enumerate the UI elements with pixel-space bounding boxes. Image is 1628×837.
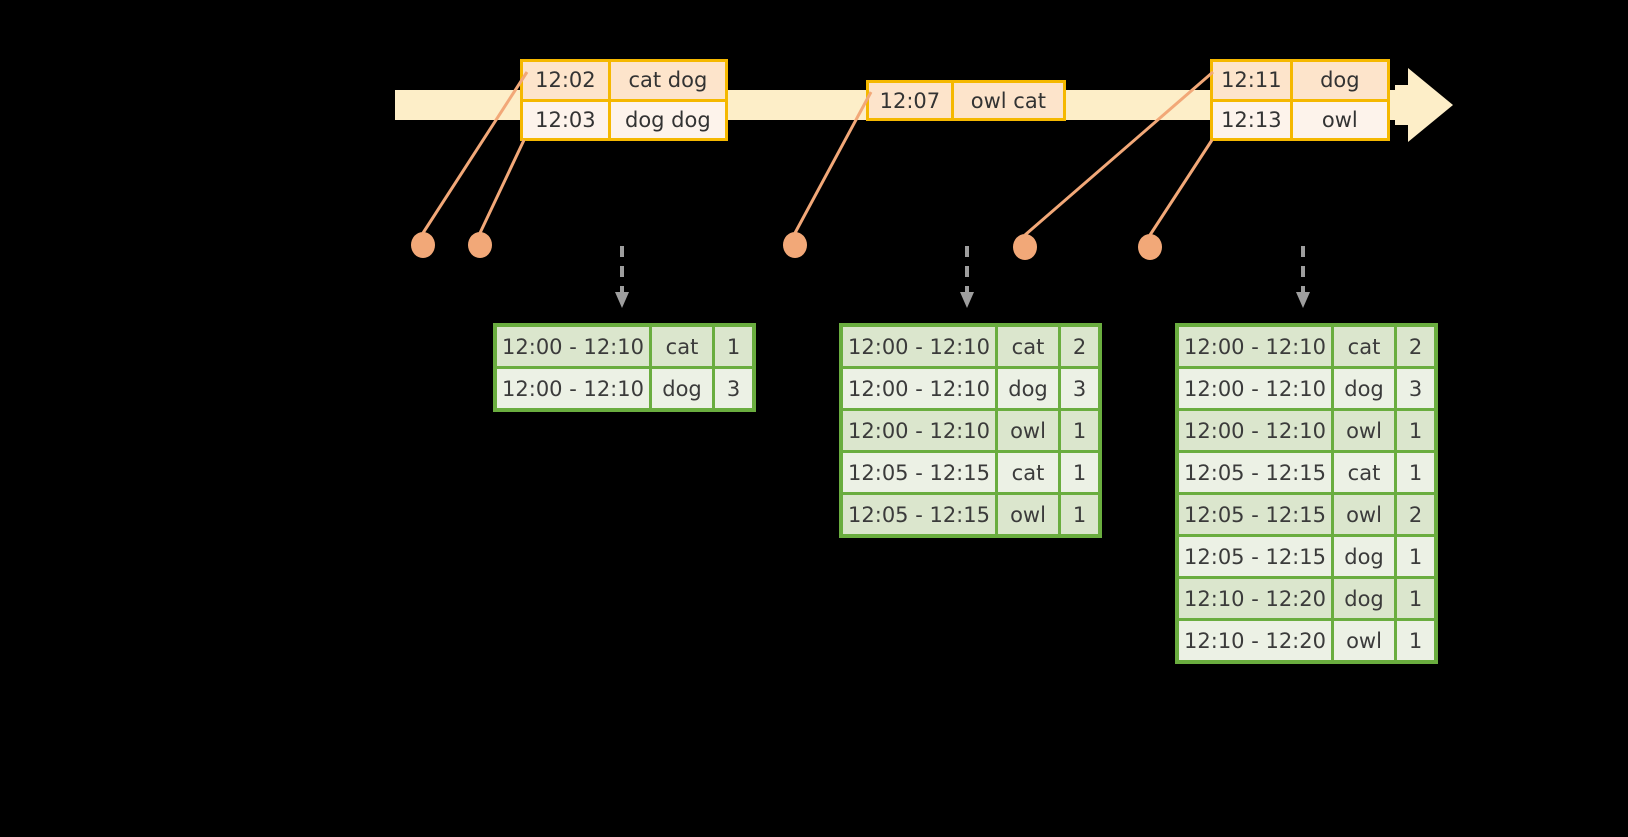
- count-cell: 3: [1394, 369, 1434, 408]
- event-time: 12:07: [869, 83, 951, 118]
- event-marker-dot[interactable]: [468, 232, 492, 258]
- key-cell: cat: [1331, 453, 1394, 492]
- window-cell: 12:00 - 12:10: [497, 369, 649, 408]
- window-cell: 12:00 - 12:10: [843, 369, 995, 408]
- window-cell: 12:05 - 12:15: [1179, 495, 1331, 534]
- event-row[interactable]: 12:13 owl: [1213, 98, 1387, 138]
- count-cell: 1: [712, 327, 752, 366]
- window-cell: 12:00 - 12:10: [497, 327, 649, 366]
- key-cell: owl: [995, 411, 1058, 450]
- count-cell: 3: [1058, 369, 1098, 408]
- window-cell: 12:00 - 12:10: [1179, 369, 1331, 408]
- window-cell: 12:00 - 12:10: [1179, 411, 1331, 450]
- window-cell: 12:00 - 12:10: [843, 411, 995, 450]
- count-cell: 1: [1058, 453, 1098, 492]
- event-value: owl: [1289, 101, 1387, 138]
- event-marker-dot[interactable]: [1138, 234, 1162, 260]
- count-cell: 3: [712, 369, 752, 408]
- event-row[interactable]: 12:11 dog: [1213, 62, 1387, 99]
- key-cell: dog: [1331, 537, 1394, 576]
- key-cell: cat: [995, 327, 1058, 366]
- key-cell: cat: [1331, 327, 1394, 366]
- event-marker-dot[interactable]: [1013, 234, 1037, 260]
- key-cell: cat: [649, 327, 712, 366]
- count-cell: 2: [1394, 495, 1434, 534]
- key-cell: dog: [1331, 579, 1394, 618]
- key-cell: dog: [649, 369, 712, 408]
- event-time: 12:13: [1213, 101, 1290, 138]
- window-cell: 12:05 - 12:15: [843, 495, 995, 534]
- key-cell: dog: [1331, 369, 1394, 408]
- event-box-group-3[interactable]: 12:11 dog 12:13 owl: [1210, 59, 1390, 141]
- count-cell: 1: [1394, 453, 1434, 492]
- event-time: 12:03: [523, 101, 608, 138]
- event-time: 12:02: [523, 62, 608, 99]
- event-value: dog dog: [607, 101, 725, 138]
- window-cell: 12:00 - 12:10: [843, 327, 995, 366]
- event-time: 12:11: [1213, 62, 1290, 99]
- event-marker-dot[interactable]: [411, 232, 435, 258]
- window-cell: 12:05 - 12:15: [843, 453, 995, 492]
- count-cell: 2: [1058, 327, 1098, 366]
- count-cell: 1: [1394, 411, 1434, 450]
- key-cell: dog: [995, 369, 1058, 408]
- count-cell: 1: [1394, 537, 1434, 576]
- key-cell: owl: [1331, 495, 1394, 534]
- count-cell: 1: [1394, 621, 1434, 660]
- count-cell: 1: [1058, 411, 1098, 450]
- key-cell: owl: [995, 495, 1058, 534]
- window-cell: 12:00 - 12:10: [1179, 327, 1331, 366]
- right-arrow-icon: [1408, 68, 1453, 142]
- window-cell: 12:05 - 12:15: [1179, 453, 1331, 492]
- key-cell: owl: [1331, 411, 1394, 450]
- event-box-group-1[interactable]: 12:02 cat dog 12:03 dog dog: [520, 59, 728, 141]
- event-row[interactable]: 12:03 dog dog: [523, 98, 725, 138]
- count-cell: 1: [1058, 495, 1098, 534]
- count-cell: 1: [1394, 579, 1434, 618]
- event-value: cat dog: [607, 62, 725, 99]
- event-box-group-2[interactable]: 12:07 owl cat: [866, 80, 1066, 121]
- window-cell: 12:05 - 12:15: [1179, 537, 1331, 576]
- event-row[interactable]: 12:07 owl cat: [869, 83, 1063, 118]
- window-cell: 12:10 - 12:20: [1179, 579, 1331, 618]
- event-marker-dot[interactable]: [783, 232, 807, 258]
- event-value: owl cat: [950, 83, 1063, 118]
- key-cell: owl: [1331, 621, 1394, 660]
- key-cell: cat: [995, 453, 1058, 492]
- event-row[interactable]: 12:02 cat dog: [523, 62, 725, 99]
- event-value: dog: [1289, 62, 1387, 99]
- count-cell: 2: [1394, 327, 1434, 366]
- window-cell: 12:10 - 12:20: [1179, 621, 1331, 660]
